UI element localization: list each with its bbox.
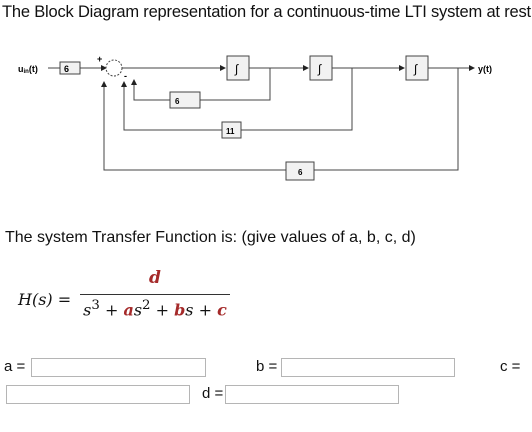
input-gain-value: 6 [64,64,69,74]
formula-numerator: d [149,268,161,288]
input-gain-block [59,61,81,75]
fraction-bar [80,294,230,295]
sum-plus-sign: + [97,54,102,64]
feedback-gain-value-2: 11 [226,127,235,136]
b-label: b = [256,358,278,375]
formula-fraction: d s3 + as2 + bs + c [80,268,230,319]
transfer-function-prompt: The system Transfer Function is: (give v… [5,229,416,246]
integrator-symbol-1: ∫ [234,62,239,76]
a-input[interactable] [31,358,206,377]
formula-lhs: H(s) = [18,290,72,309]
a-label: a = [4,358,26,375]
feedback-gain-block-3 [285,161,315,181]
output-signal-label: y(t) [478,64,492,74]
integrator-symbol-3: ∫ [413,62,418,76]
sum-minus-sign: - [124,71,127,81]
summing-junction [105,59,123,77]
integrator-symbol-2: ∫ [317,62,322,76]
formula-denominator: s3 + as2 + bs + c [83,298,227,320]
question-title: The Block Diagram representation for a c… [2,3,532,21]
input-signal-label: uin(t) [18,64,38,75]
d-label: d = [202,385,224,402]
c-input[interactable] [6,385,190,404]
c-label: c = [500,358,521,375]
block-diagram: uin(t) 6 + - ∫ ∫ ∫ y(t) 6 11 6 [18,54,492,181]
b-input[interactable] [281,358,455,377]
feedback-gain-value-3: 6 [298,168,303,177]
feedback-gain-value-1: 6 [175,97,180,106]
d-input[interactable] [225,385,399,404]
